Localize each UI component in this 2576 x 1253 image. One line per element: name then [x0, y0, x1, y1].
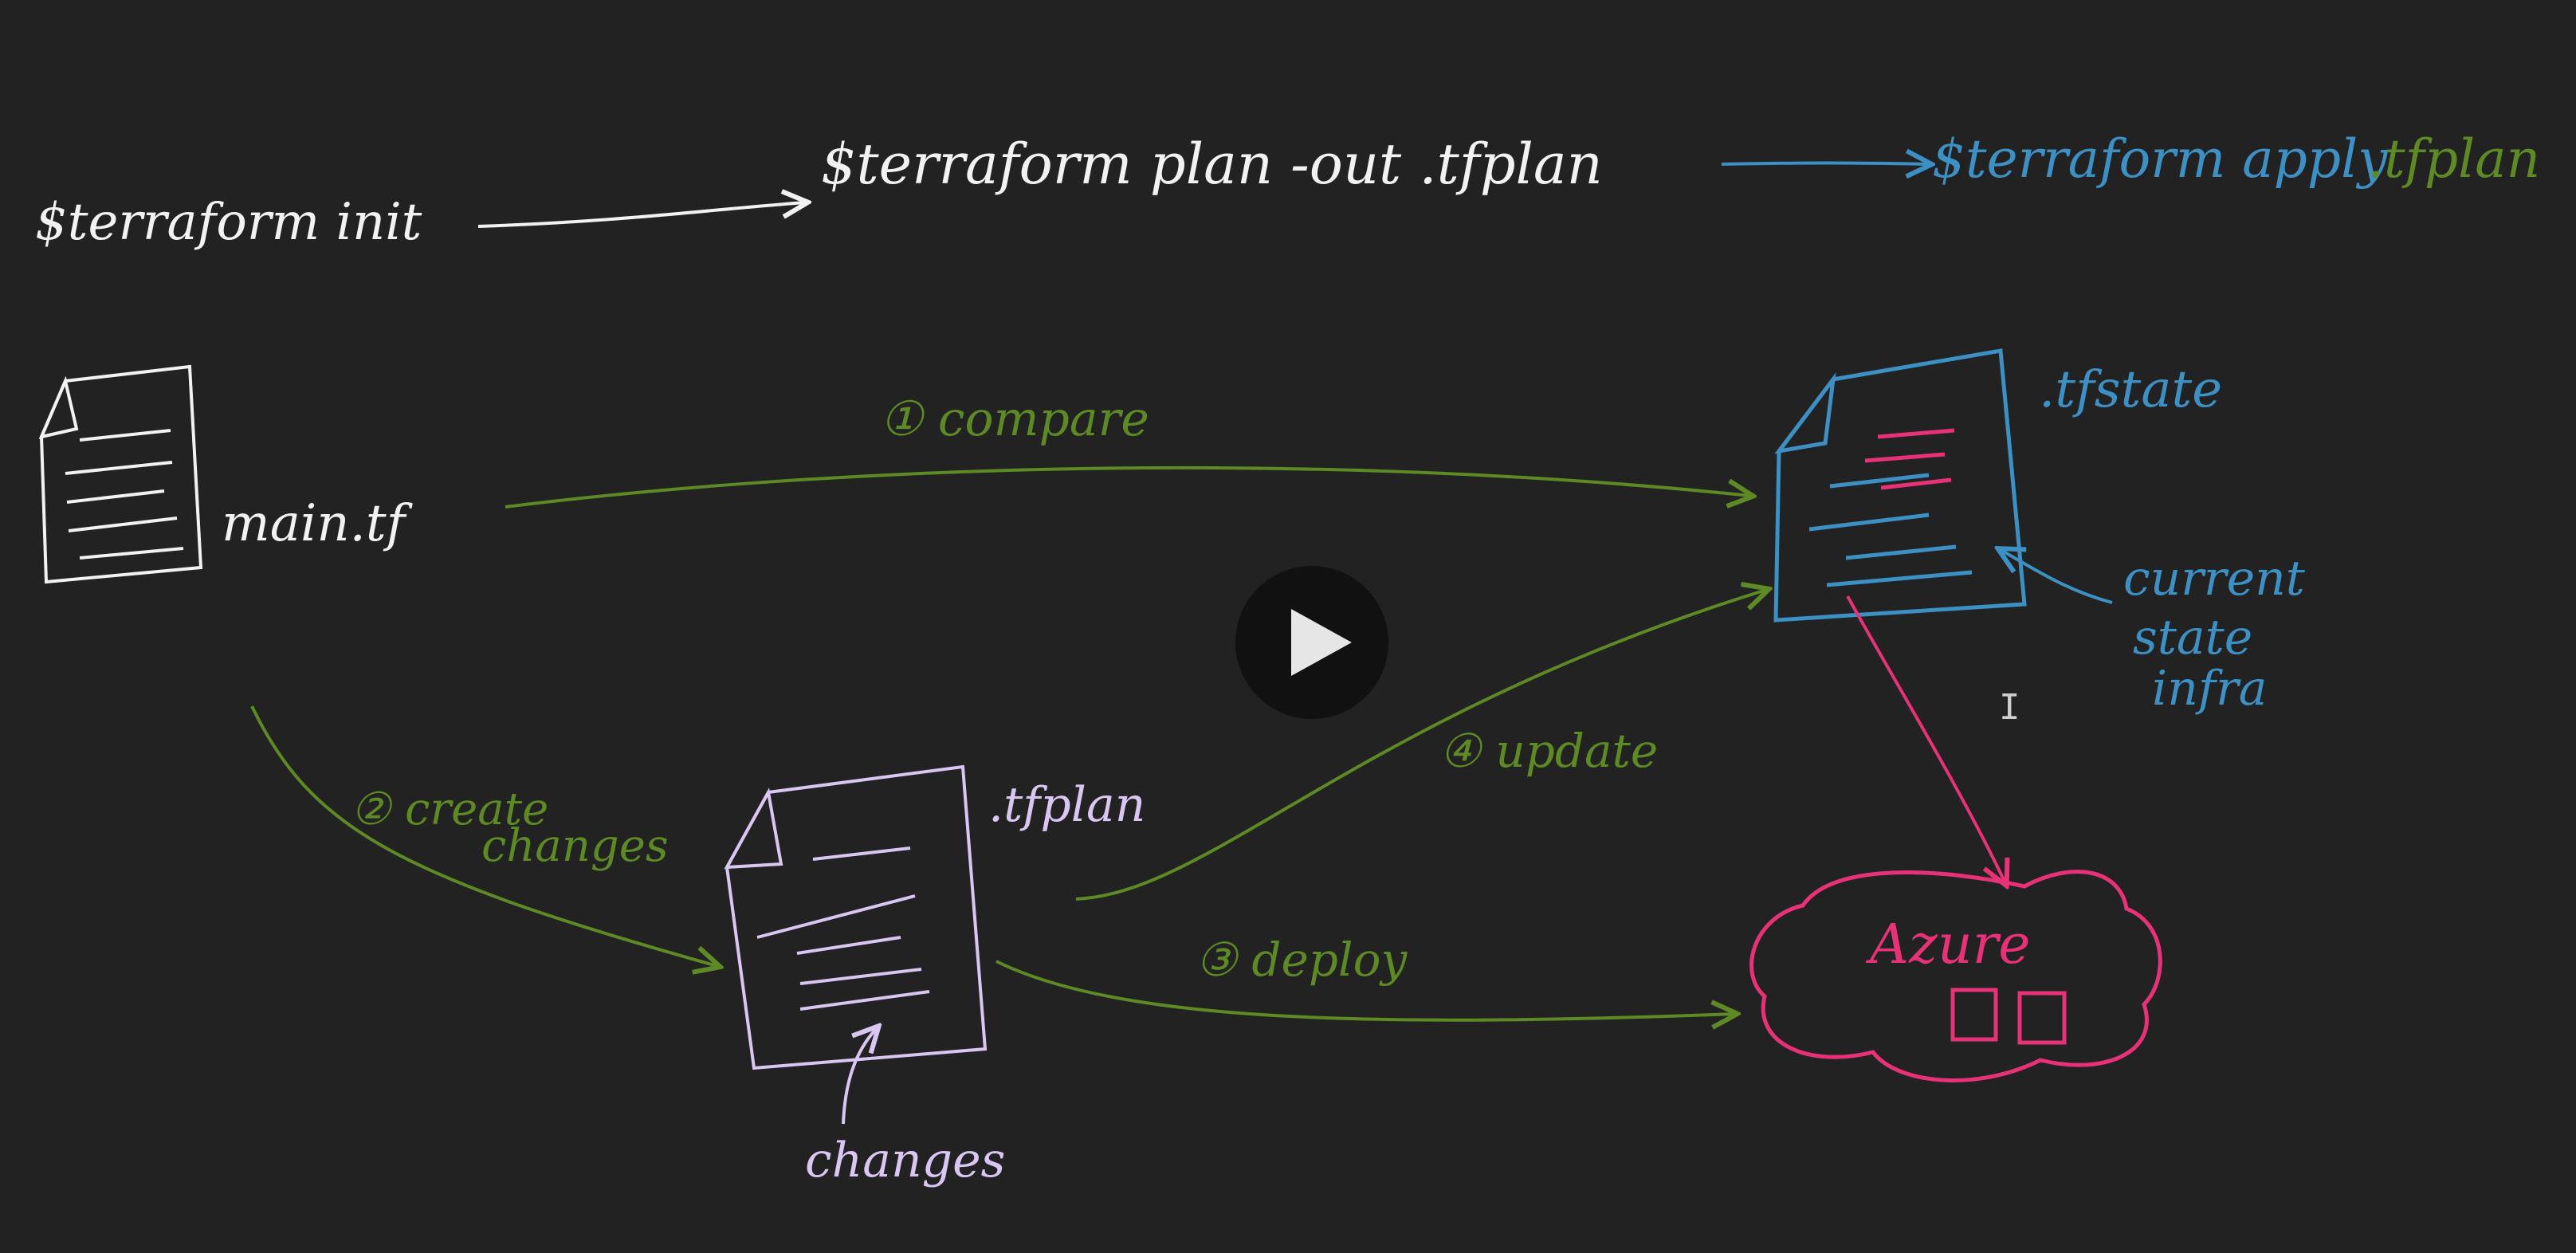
cmd-terraform-apply: $terraform apply [1932, 128, 2388, 190]
label-update: ④ update [1439, 724, 1658, 778]
label-current-1: current [2123, 551, 2306, 607]
arrow-update [1075, 590, 1766, 901]
label-deploy: ③ deploy [1196, 933, 1408, 987]
arrow-current-state [2001, 550, 2113, 604]
main-tf-document-icon [38, 364, 203, 584]
arrow-state-to-azure [1846, 595, 2005, 883]
tfstate-document-icon [1773, 348, 2027, 623]
play-icon [1291, 609, 1352, 676]
arrow-changes [842, 1028, 877, 1125]
azure-cloud-icon [1749, 870, 2162, 1082]
label-tfstate: .tfstate [2039, 360, 2222, 419]
label-tfplan: .tfplan [988, 777, 1145, 833]
arrow-deploy [995, 960, 1734, 1020]
cmd-terraform-plan: $terraform plan -out .tfplan [821, 132, 1603, 197]
label-current-3: infra [2152, 661, 2268, 717]
azure-resource-squares [1950, 988, 2067, 1045]
label-compare: ① compare [880, 391, 1149, 447]
arrow-compare [505, 465, 1750, 509]
arrow-plan-to-apply [1721, 163, 1929, 165]
tfplan-document-icon [724, 764, 988, 1070]
text-cursor-icon: I [1999, 687, 2020, 728]
cmd-terraform-init: $terraform init [35, 193, 422, 252]
label-changes: changes [805, 1133, 1005, 1188]
label-main-tf: main.tf [222, 494, 414, 553]
play-button[interactable] [1235, 566, 1388, 719]
cmd-apply-file: .tfplan [2367, 128, 2540, 190]
label-create-2: changes [481, 820, 669, 872]
label-azure: Azure [1865, 913, 2030, 976]
label-create-1: ② create [351, 784, 548, 835]
arrow-create-changes [250, 705, 717, 966]
tfstate-changed-lines [1864, 428, 1955, 490]
arrow-init-to-plan [477, 202, 805, 228]
label-current-2: state [2133, 610, 2252, 666]
